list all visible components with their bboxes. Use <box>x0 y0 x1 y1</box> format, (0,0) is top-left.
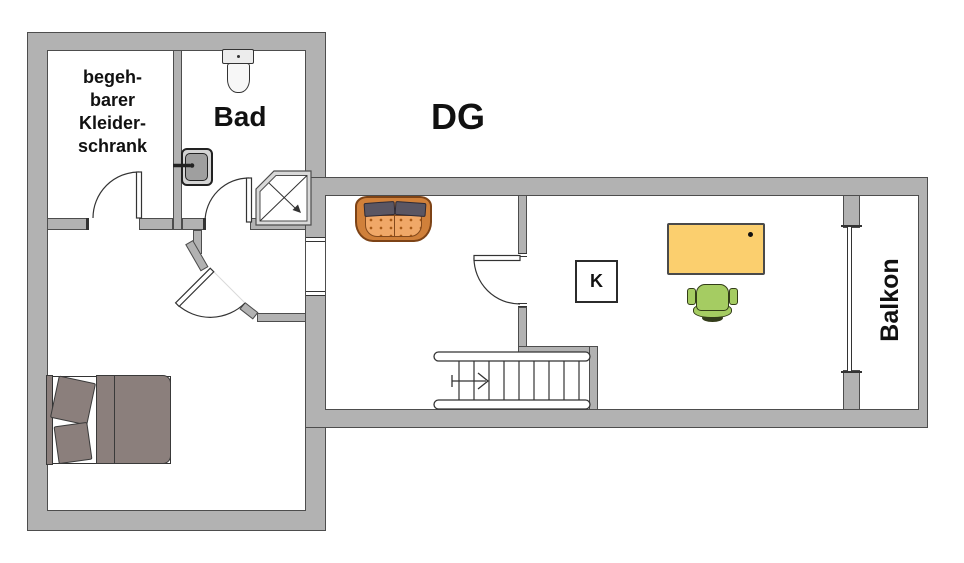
balcony-window-sill-bottom <box>841 371 862 373</box>
passage-sill-top <box>306 237 325 242</box>
sofa-icon <box>355 196 432 242</box>
chimney-label: K <box>590 271 603 291</box>
wall-stair-right <box>589 346 598 410</box>
bed-blanket <box>114 375 171 464</box>
sofa-seat <box>365 215 422 237</box>
floor-label: DG <box>431 96 485 137</box>
wall-balcony-stub-bottom <box>843 370 860 410</box>
wall-bath-bottom-right <box>250 218 306 230</box>
closet-door-jamb <box>86 218 89 230</box>
balcony-window-sill-top <box>841 225 862 227</box>
bath-door-jamb <box>203 218 206 230</box>
chair-arm-left <box>687 288 696 305</box>
passage-opening <box>306 242 325 291</box>
wall-balcony-stub-top <box>843 195 860 228</box>
living-door-sill-top <box>518 253 527 257</box>
bed-pillow-bottom <box>53 421 93 465</box>
sofa-cushion-left <box>363 200 396 218</box>
closet-label: begeh- barer Kleider- schrank <box>77 67 148 156</box>
wall-closet-bath-partition <box>173 50 182 230</box>
wall-closet-bottom-right <box>139 218 173 230</box>
desk-icon <box>667 223 765 275</box>
toilet-bowl-icon <box>227 63 250 93</box>
living-door-sill-bottom <box>518 303 527 307</box>
wall-living-partition-bottom <box>518 307 527 348</box>
wall-living-partition-top <box>518 195 527 254</box>
bed-blanket-fold <box>96 375 115 464</box>
wall-bedroom-top <box>257 313 306 322</box>
wall-stair-top <box>518 346 598 355</box>
sink-basin <box>185 153 208 181</box>
chimney-box: K <box>575 260 618 303</box>
chair-arm-right <box>729 288 738 305</box>
passage-sill-bottom <box>306 291 325 296</box>
bathroom-label: Bad <box>213 101 267 132</box>
balcony-window <box>847 227 852 371</box>
toilet-button <box>236 55 240 58</box>
wall-bath-bottom-left <box>182 218 205 230</box>
sofa-cushion-right <box>394 200 427 218</box>
chair-back <box>696 284 729 311</box>
desk-dot <box>748 232 753 237</box>
balcony-label: Balkon <box>876 258 904 342</box>
wall-closet-bottom-left <box>47 218 87 230</box>
sofa-seat-divider <box>393 216 395 236</box>
